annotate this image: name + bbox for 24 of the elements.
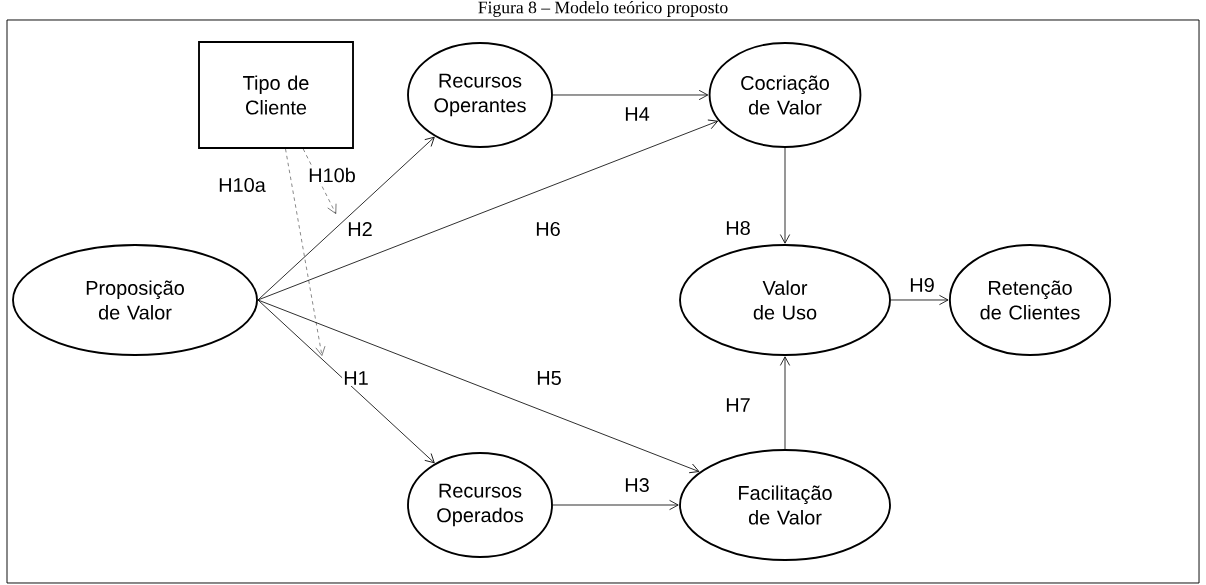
moderator-box: Tipo de Cliente xyxy=(198,41,354,149)
arrow xyxy=(890,294,949,306)
arrow xyxy=(779,356,791,450)
arrow xyxy=(552,499,679,511)
arrow xyxy=(552,89,709,101)
edge-label: H6 xyxy=(534,220,562,238)
arrow xyxy=(779,147,791,244)
arrow xyxy=(257,299,700,474)
edge-label: H3 xyxy=(623,476,651,494)
edge-label: H10a xyxy=(217,176,267,194)
edge-label: H9 xyxy=(908,276,936,294)
edge-label: H1 xyxy=(342,370,370,386)
title: Figura 8 – Modelo teórico proposto xyxy=(478,1,728,17)
edge-label: H4 xyxy=(623,105,651,122)
edge-label: H5 xyxy=(535,369,563,387)
arrow xyxy=(257,136,435,301)
edge-label: H7 xyxy=(724,397,752,413)
edge-label: H8 xyxy=(724,219,752,237)
arrow xyxy=(257,299,435,464)
edge-label: H2 xyxy=(346,220,374,238)
dashed-arrow xyxy=(302,148,337,214)
arrow xyxy=(257,119,718,301)
edge-label: H10b xyxy=(307,166,357,184)
dashed-arrow xyxy=(285,148,326,356)
